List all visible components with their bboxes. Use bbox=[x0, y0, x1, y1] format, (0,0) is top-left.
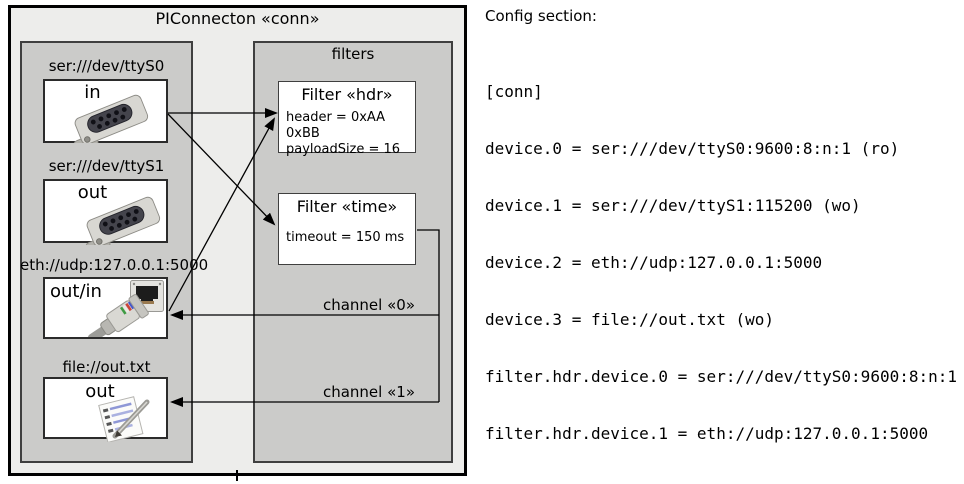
device-port-label: out/in bbox=[50, 281, 102, 302]
device-box-file: out bbox=[43, 377, 168, 442]
config-line: device.3 = file://out.txt (wo) bbox=[485, 310, 774, 329]
serial-db9-icon bbox=[73, 94, 149, 143]
device-port-label: out bbox=[77, 182, 108, 203]
device-uri-label: eth://udp:127.0.0.1:5000 bbox=[20, 256, 209, 274]
connection-title: PIConnecton «conn» bbox=[155, 9, 320, 28]
filter-hdr-property: header = 0xAA 0xBB bbox=[286, 110, 386, 141]
channel-0-label: channel «0» bbox=[322, 296, 415, 314]
config-line: device.0 = ser:///dev/ttyS0:9600:8:n:1 (… bbox=[485, 139, 900, 158]
config-line: filter.hdr.device.1 = eth://udp:127.0.0.… bbox=[485, 424, 929, 443]
config-line: device.2 = eth://udp:127.0.0.1:5000 bbox=[485, 253, 823, 272]
serial-db9-icon bbox=[85, 196, 161, 245]
device-box-ttyS0: in bbox=[43, 79, 168, 143]
filter-hdr-title: Filter «hdr» bbox=[301, 85, 393, 104]
filter-time-property: timeout = 150 ms bbox=[286, 230, 405, 245]
channel-1-label: channel «1» bbox=[322, 383, 415, 401]
filter-time-title: Filter «time» bbox=[296, 197, 398, 216]
config-line: device.1 = ser:///dev/ttyS1:115200 (wo) bbox=[485, 196, 861, 215]
filter-hdr-property: payloadSize = 16 bbox=[286, 142, 401, 157]
config-line: filter.hdr.device.0 = ser:///dev/ttyS0:9… bbox=[485, 367, 958, 386]
device-uri-label: ser:///dev/ttyS1 bbox=[48, 157, 165, 175]
device-uri-label: ser:///dev/ttyS0 bbox=[48, 57, 165, 75]
device-port-label: out bbox=[85, 381, 115, 402]
config-line: filter.hdr.splitMode = header bbox=[485, 481, 964, 484]
filters-panel-title: filters bbox=[331, 45, 375, 63]
device-box-ttyS1: out bbox=[43, 179, 168, 245]
filter-hdr-box: Filter «hdr» header = 0xAA 0xBB payloadS… bbox=[278, 81, 416, 157]
config-line: [conn] bbox=[485, 82, 543, 101]
filter-time-box: Filter «time» timeout = 150 ms bbox=[278, 193, 416, 265]
notepad-pen-icon bbox=[98, 396, 150, 442]
device-port-label: in bbox=[84, 82, 101, 103]
ethernet-plug-icon bbox=[87, 294, 149, 337]
device-uri-label: file://out.txt bbox=[62, 358, 151, 376]
device-box-eth: out/in bbox=[43, 277, 168, 339]
config-lines: [conn] device.0 = ser:///dev/ttyS0:9600:… bbox=[485, 44, 964, 484]
config-heading: Config section: bbox=[485, 7, 597, 25]
